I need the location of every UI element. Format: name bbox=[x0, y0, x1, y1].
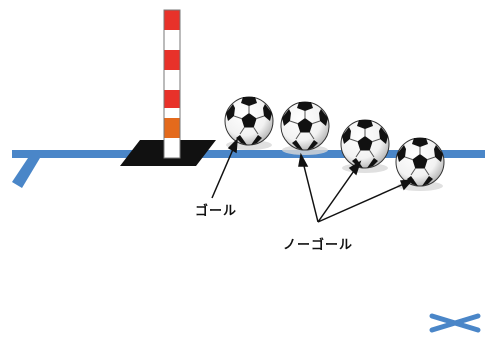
soccer-ball-icon bbox=[224, 96, 274, 151]
cross-mark-icon bbox=[429, 313, 481, 333]
arrow-goal bbox=[211, 146, 235, 199]
soccer-ball-icon bbox=[280, 101, 330, 156]
arrow-no-goal-2 bbox=[317, 167, 357, 223]
goal-post-icon bbox=[163, 9, 181, 159]
arrow-no-goal-1 bbox=[302, 161, 319, 223]
soccer-ball-icon bbox=[340, 119, 390, 174]
label-no-goal: ノーゴール bbox=[283, 238, 354, 253]
arrow-no-goal-3 bbox=[317, 182, 407, 223]
side-line bbox=[12, 158, 40, 188]
label-goal: ゴール bbox=[195, 204, 238, 219]
goal-line bbox=[12, 150, 485, 158]
